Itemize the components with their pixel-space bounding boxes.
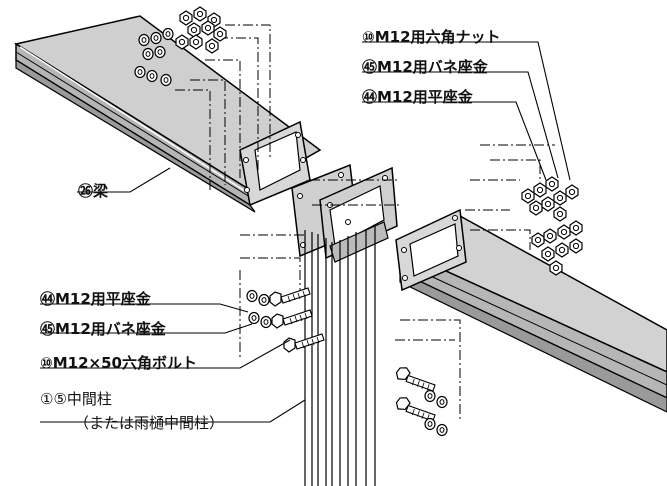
right-end-plate (395, 208, 467, 292)
leader-lines (40, 41, 571, 423)
label-flat-washer-left: ㊹M12用平座金 (40, 290, 151, 308)
alignment-lines (175, 24, 555, 420)
label-middle-post: ①⑤中間柱 (40, 390, 112, 408)
center-bracket (291, 163, 398, 263)
label-middle-post-alt: （または雨樋中間柱） (74, 414, 225, 432)
label-hex-nut: ⑩M12用六角ナット (362, 28, 501, 46)
label-beam: ㉖梁 (78, 182, 109, 200)
label-spring-washer-top: ㊺M12用バネ座金 (362, 58, 488, 76)
middle-post (304, 226, 376, 486)
left-beam (14, 15, 322, 213)
label-hex-bolt: ⑩M12×50六角ボルト (40, 354, 197, 372)
label-spring-washer-left: ㊺M12用バネ座金 (40, 320, 166, 338)
label-flat-washer-top: ㊹M12用平座金 (362, 88, 473, 106)
fasteners-lower-right (393, 361, 448, 437)
